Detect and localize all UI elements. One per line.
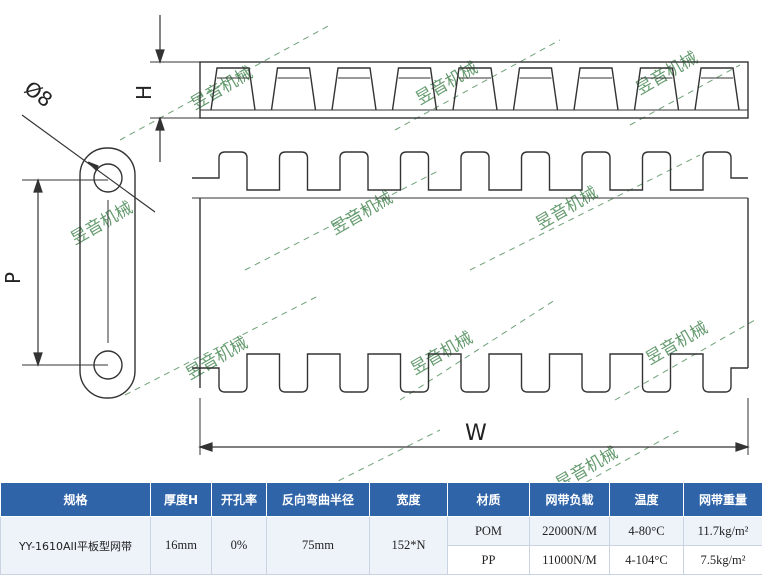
watermark-text: 昱音机械 — [643, 318, 712, 369]
watermark-text: 昱音机械 — [533, 183, 602, 234]
cell-spec: YY-1610AII平板型网带 — [1, 517, 151, 575]
header-open-area: 开孔率 — [212, 483, 267, 517]
cell-reverse-radius: 75mm — [267, 517, 370, 575]
header-temperature: 温度 — [610, 483, 684, 517]
header-reverse-radius: 反向弯曲半径 — [267, 483, 370, 517]
profile-tooth — [574, 68, 618, 110]
profile-tooth — [695, 68, 739, 110]
spec-table: 规格 厚度H 开孔率 反向弯曲半径 宽度 材质 网带负载 温度 网带重量 YY-… — [0, 482, 762, 575]
top-view-edge-top — [192, 152, 748, 190]
dim-p-label: P — [1, 272, 25, 284]
technical-drawing: 昱音机械昱音机械昱音机械昱音机械昱音机械昱音机械昱音机械昱音机械昱音机械昱音机械… — [0, 0, 762, 482]
watermark-line — [260, 430, 440, 482]
dim-diameter-label: Ø8 — [20, 76, 57, 112]
watermark-text: 昱音机械 — [68, 198, 137, 249]
header-spec: 规格 — [1, 483, 151, 517]
cell-width: 152*N — [370, 517, 448, 575]
cell-weight: 7.5kg/m² — [684, 546, 762, 575]
watermark-line — [400, 300, 555, 400]
header-material: 材质 — [448, 483, 530, 517]
cell-load: 22000N/M — [530, 517, 610, 546]
cell-temperature: 4-104°C — [610, 546, 684, 575]
cell-open-area: 0% — [212, 517, 267, 575]
cell-material: PP — [448, 546, 530, 575]
cell-weight: 11.7kg/m² — [684, 517, 762, 546]
header-thickness: 厚度H — [151, 483, 212, 517]
watermark-text: 昱音机械 — [183, 333, 252, 384]
header-load: 网带负载 — [530, 483, 610, 517]
watermark-text: 昱音机械 — [188, 63, 257, 114]
profile-tooth — [272, 68, 316, 110]
watermark-line — [470, 155, 700, 270]
header-width: 宽度 — [370, 483, 448, 517]
dim-w-label: W — [465, 421, 487, 446]
cell-material: POM — [448, 517, 530, 546]
watermark-line — [395, 40, 560, 130]
cell-thickness: 16mm — [151, 517, 212, 575]
spec-table-header: 规格 厚度H 开孔率 反向弯曲半径 宽度 材质 网带负载 温度 网带重量 — [1, 483, 762, 517]
profile-tooth — [514, 68, 558, 110]
watermark-text: 昱音机械 — [328, 188, 397, 239]
watermark-text: 昱音机械 — [553, 443, 622, 482]
cell-temperature: 4-80°C — [610, 517, 684, 546]
dim-h-label: H — [132, 85, 156, 100]
cell-load: 11000N/M — [530, 546, 610, 575]
header-weight: 网带重量 — [684, 483, 762, 517]
profile-tooth — [332, 68, 376, 110]
table-row: YY-1610AII平板型网带 16mm 0% 75mm 152*N POM 2… — [1, 517, 762, 546]
